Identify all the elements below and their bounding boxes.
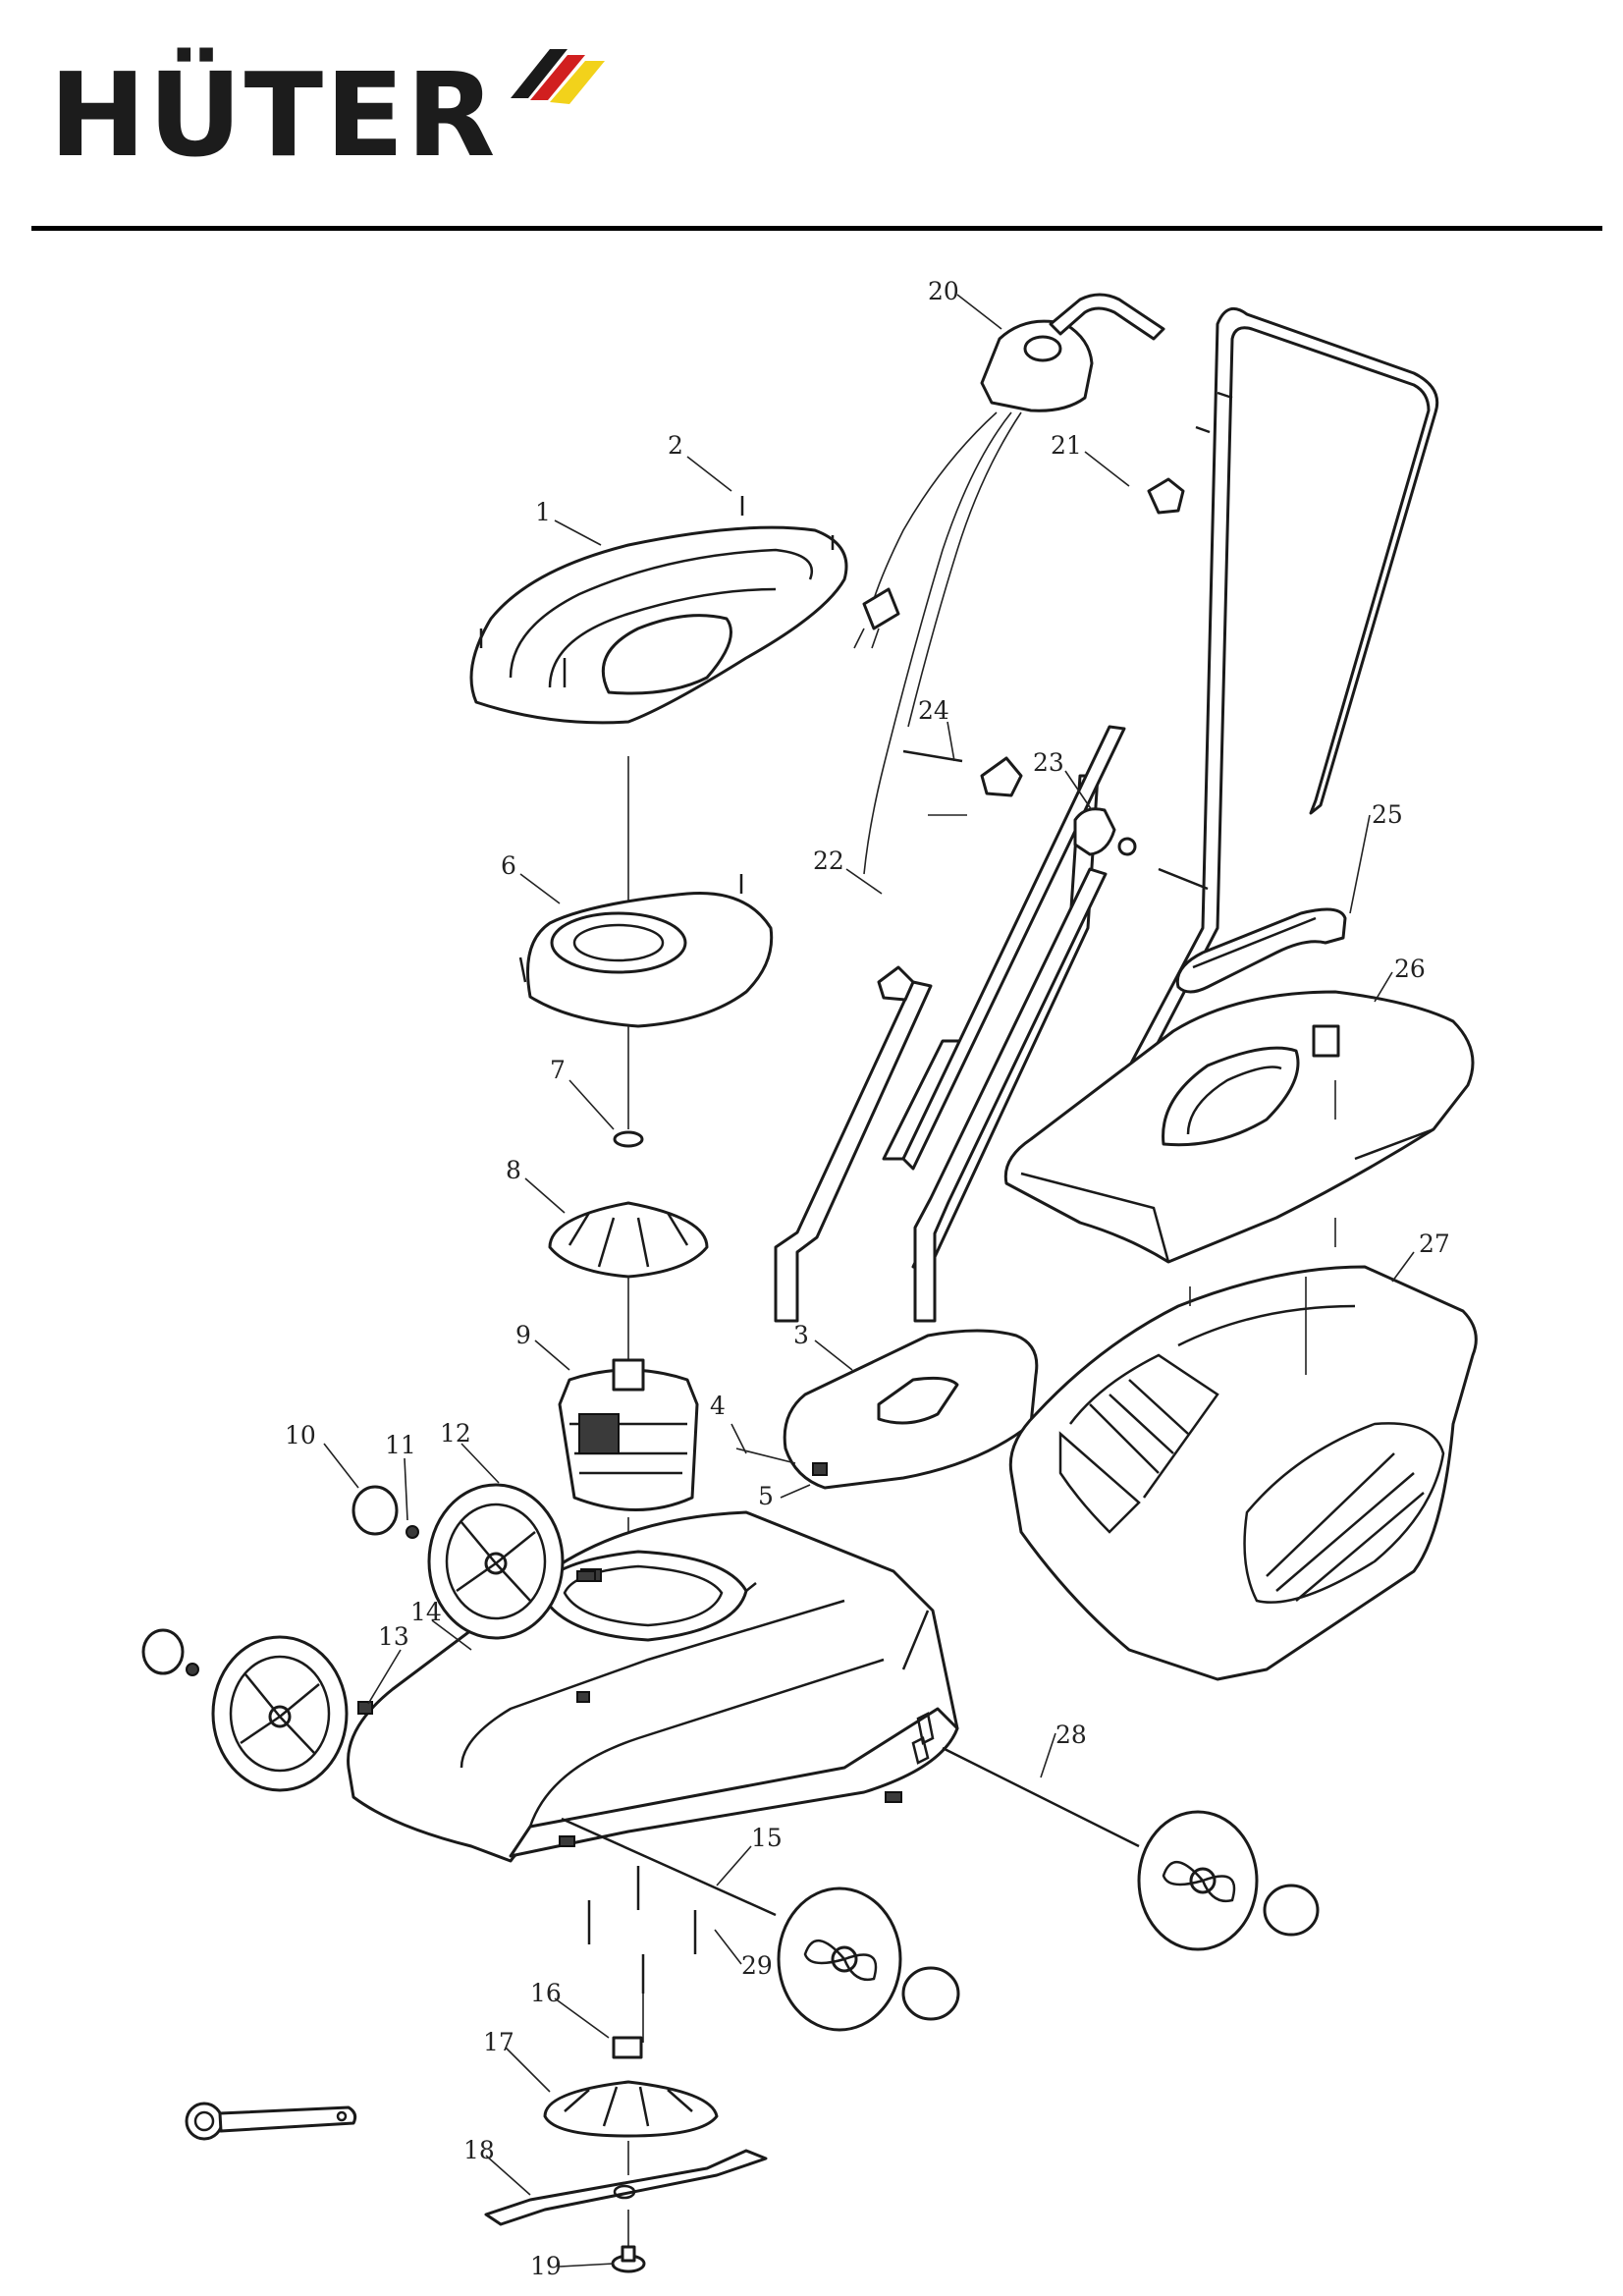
switch-housing — [735, 1329, 1039, 1490]
callout-16: 16 — [530, 1979, 562, 2007]
callout-3: 3 — [793, 1321, 809, 1349]
header-rule — [31, 226, 1602, 231]
callout-6: 6 — [501, 851, 516, 880]
washer — [613, 1130, 644, 1148]
callouts: 1 2 3 4 5 6 7 8 9 10 11 12 13 1 — [285, 277, 1450, 2280]
flag-stripe-red — [530, 55, 585, 100]
callout-10: 10 — [285, 1421, 316, 1449]
callout-14: 14 — [410, 1598, 442, 1626]
callout-12: 12 — [440, 1419, 471, 1448]
callout-24: 24 — [918, 696, 949, 725]
callout-20: 20 — [928, 277, 959, 305]
grass-collection-box — [1008, 1218, 1478, 1681]
flag-emblem — [511, 49, 605, 104]
callout-9: 9 — [515, 1321, 531, 1349]
wrench — [185, 2102, 357, 2141]
motor-cover — [518, 874, 774, 1028]
callout-13: 13 — [378, 1622, 409, 1651]
callout-18: 18 — [463, 2136, 495, 2164]
motor — [558, 1358, 699, 1511]
wheel-ring-rear-right — [352, 1485, 399, 1536]
brand-logo: HÜTER — [49, 29, 605, 196]
callout-8: 8 — [506, 1156, 521, 1184]
cutting-blade — [484, 2149, 768, 2226]
cooling-fan — [548, 1201, 709, 1279]
flag-stripe-black — [511, 49, 568, 98]
switch-box — [980, 293, 1165, 412]
callout-27: 27 — [1419, 1230, 1450, 1258]
callout-23: 23 — [1033, 748, 1064, 777]
deck-screws — [587, 1866, 697, 2043]
callout-15: 15 — [751, 1824, 783, 1852]
grass-box-lid — [1003, 990, 1475, 1264]
blade-fan — [543, 2080, 719, 2138]
callout-5: 5 — [758, 1482, 774, 1510]
callout-22: 22 — [813, 847, 844, 875]
callout-7: 7 — [550, 1056, 566, 1084]
handle-knobs — [877, 391, 1233, 1002]
callout-4: 4 — [710, 1392, 726, 1420]
rear-left-wheel — [211, 1635, 349, 1792]
rear-right-wheel — [427, 1483, 596, 1640]
callout-28: 28 — [1055, 1721, 1087, 1749]
callout-19: 19 — [530, 2252, 562, 2280]
callout-26: 26 — [1394, 955, 1426, 983]
callout-29: 29 — [741, 1951, 773, 1980]
callout-17: 17 — [483, 2028, 514, 2056]
callout-21: 21 — [1051, 431, 1082, 460]
callout-2: 2 — [668, 431, 683, 460]
front-right-wheel — [1137, 1810, 1320, 1951]
wheel-nut-rear-left — [186, 1663, 199, 1676]
front-axle-right — [942, 1746, 1140, 1848]
carry-handle — [1175, 907, 1347, 994]
callout-1: 1 — [535, 498, 551, 526]
callout-11: 11 — [385, 1431, 416, 1459]
wheel-nut-rear-right — [406, 1525, 419, 1539]
flag-stripe-yellow — [550, 61, 605, 104]
wheel-ring-rear-left — [141, 1628, 185, 1675]
top-cover — [469, 496, 848, 725]
front-axle-left — [561, 1817, 777, 1917]
brand-wordmark: HÜTER — [49, 47, 498, 183]
blade-adaptor — [612, 2036, 643, 2059]
front-left-wheel — [777, 1886, 960, 2032]
handle-frame — [774, 306, 1439, 1323]
blade-bolt — [611, 2245, 646, 2273]
callout-25: 25 — [1372, 800, 1403, 829]
power-cable — [853, 411, 1022, 875]
mower-deck — [347, 1510, 959, 1863]
